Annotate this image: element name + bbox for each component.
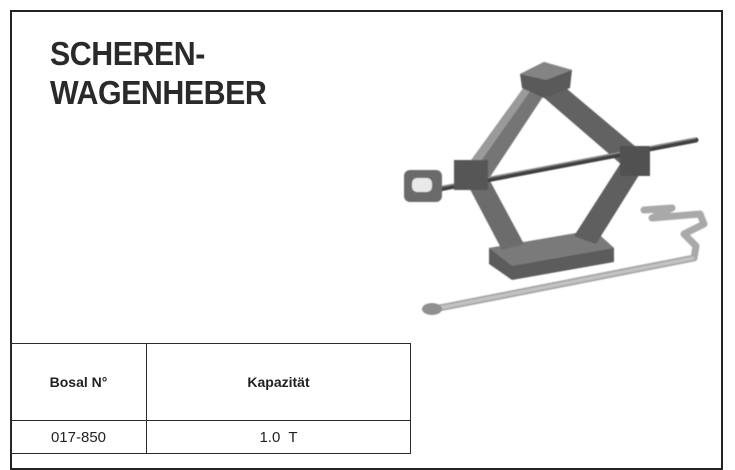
product-title: SCHEREN- WAGENHEBER (50, 34, 267, 112)
cell-bosal-nr: 017-850 (10, 420, 147, 454)
table-row: 017-850 1.0 T (10, 420, 411, 454)
header-kapazitaet: Kapazität (146, 343, 411, 421)
spec-table-header-row: Bosal N° Kapazität (10, 343, 411, 421)
scissor-jack-image (404, 62, 708, 315)
header-bosal-nr: Bosal N° (10, 343, 147, 421)
cell-kapazitaet: 1.0 T (146, 420, 411, 454)
spec-table: Bosal N° Kapazität 017-850 1.0 T (10, 343, 411, 454)
product-title-line-1: SCHEREN- (50, 35, 205, 72)
product-title-line-2: WAGENHEBER (50, 74, 267, 111)
